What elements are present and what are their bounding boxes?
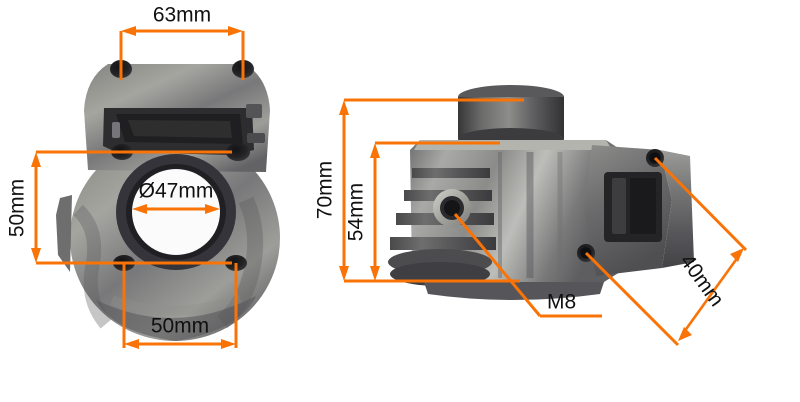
dimension-label-70mm: 70mm bbox=[314, 161, 337, 219]
dimension-stud-span-bottom: 50mm bbox=[122, 263, 238, 349]
dimension-stud-span-width: 63mm bbox=[119, 4, 245, 80]
dimension-bore-diameter: Ø47mm bbox=[132, 180, 220, 214]
dimension-label-50mm-horizontal: 50mm bbox=[151, 315, 209, 338]
dimension-body-height: 54mm bbox=[345, 141, 500, 283]
dimension-label-63mm: 63mm bbox=[153, 4, 211, 27]
dimension-intake-stud-spacing: 40mm bbox=[584, 156, 748, 347]
dimension-stud-span-height: 50mm bbox=[6, 150, 232, 265]
cylinder-side-view-photo bbox=[388, 85, 694, 300]
dimension-label-54mm: 54mm bbox=[345, 183, 368, 241]
dimension-label-bore-47mm: Ø47mm bbox=[139, 180, 214, 203]
dimension-label-50mm-vertical: 50mm bbox=[6, 179, 29, 237]
callout-m8-thread: M8 bbox=[453, 213, 602, 318]
callout-label-m8: M8 bbox=[547, 291, 576, 314]
